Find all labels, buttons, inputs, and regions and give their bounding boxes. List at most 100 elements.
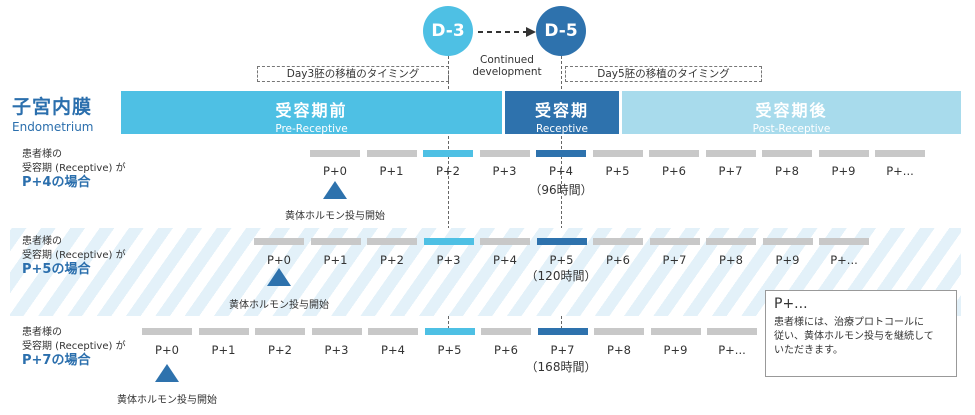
day-bar <box>818 150 869 157</box>
day-bar <box>707 328 757 335</box>
row-label-line: 受容期 (Receptive) が <box>22 163 126 174</box>
row2-label: 患者様の 受容期 (Receptive) が P+5の場合 <box>22 235 126 277</box>
phase-jp: 受容期後 <box>755 101 828 120</box>
day-label: P+6 <box>606 253 630 267</box>
progesterone-start-triangle-icon <box>155 364 179 382</box>
day-bar <box>875 150 925 157</box>
note-title: P+... <box>774 296 808 312</box>
day-label: P+3 <box>324 343 349 357</box>
day-bar <box>254 238 304 245</box>
note-line: 患者様には、治療プロトコールに <box>774 317 924 328</box>
phase-jp: 受容期 <box>534 101 589 120</box>
day-label: P+9 <box>775 253 800 267</box>
day-bar <box>255 328 305 335</box>
day-label: P+8 <box>719 253 743 267</box>
continued-development-note: Continued development <box>462 54 552 78</box>
d5-timing-box: Day5胚の移植のタイミング <box>565 66 762 82</box>
day-label: P+1 <box>211 343 236 357</box>
day-label: P+1 <box>379 164 404 178</box>
day-bar <box>368 328 418 335</box>
day-bar <box>423 238 474 245</box>
day-bar <box>706 238 756 245</box>
day-label: P+6 <box>662 164 686 178</box>
day-bar <box>424 328 475 335</box>
d3-circle: D-3 <box>423 6 473 56</box>
phase-en: Post-Receptive <box>752 123 831 135</box>
row-label-line: 患者様の <box>22 149 62 160</box>
row-label-title: P+4の場合 <box>22 175 91 190</box>
day-label: P+5 <box>605 164 630 178</box>
day-bar <box>593 238 643 245</box>
note-line: development <box>472 66 542 78</box>
d3-label: D-3 <box>431 21 465 41</box>
day-label: P+4 <box>549 164 573 178</box>
row3-label: 患者様の 受容期 (Receptive) が P+7の場合 <box>22 326 126 368</box>
continued-arrow <box>478 27 536 37</box>
progesterone-start-label: 黄体ホルモン投与開始 <box>229 300 329 311</box>
day-label: P+2 <box>380 253 404 267</box>
progesterone-start-label: 黄体ホルモン投与開始 <box>285 211 385 222</box>
day-bar <box>198 328 249 335</box>
d5-guide-line <box>561 56 562 334</box>
day-label: P+... <box>718 343 746 357</box>
note-line: いただきます。 <box>774 345 843 356</box>
day-label: P+8 <box>775 164 799 178</box>
endometrium-label: 子宮内膜 Endometrium <box>12 92 94 134</box>
progesterone-start-triangle-icon <box>323 181 347 199</box>
row-label-line: 受容期 (Receptive) が <box>22 341 126 352</box>
day-label: P+5 <box>549 253 574 267</box>
row-label-line: 患者様の <box>22 327 62 338</box>
day-label: P+0 <box>155 343 179 357</box>
day-label: P+5 <box>437 343 462 357</box>
day-bar <box>594 328 644 335</box>
row-label-line: 受容期 (Receptive) が <box>22 250 126 261</box>
day-label: P+7 <box>718 164 743 178</box>
day-bar <box>423 150 473 157</box>
row1-label: 患者様の 受容期 (Receptive) が P+4の場合 <box>22 148 126 190</box>
day-label: P+0 <box>267 253 291 267</box>
day-label: P+7 <box>550 343 575 357</box>
day-label: P+1 <box>323 253 348 267</box>
row3-hours: （168時間） <box>525 360 597 374</box>
d5-timing-text: Day5胚の移植のタイミング <box>597 68 730 80</box>
phase-post-receptive: 受容期後 Post-Receptive <box>622 91 961 135</box>
row1-hours: （96時間） <box>529 183 593 197</box>
d3-timing-box: Day3胚の移植のタイミング <box>257 66 449 82</box>
note-body: 患者様には、治療プロトコールに 従い、黄体ホルモン投与を継続して いただきます。 <box>774 316 956 358</box>
day-bar <box>366 150 417 157</box>
day-label: P+9 <box>831 164 856 178</box>
phase-en: Receptive <box>536 123 588 135</box>
day-bar <box>650 328 701 335</box>
day-label: P+2 <box>436 164 460 178</box>
day-label: P+9 <box>663 343 688 357</box>
phase-en: Pre-Receptive <box>275 123 348 135</box>
day-bar <box>536 150 586 157</box>
day-bar <box>649 150 699 157</box>
day-bar <box>592 150 643 157</box>
phase-receptive: 受容期 Receptive <box>505 91 619 135</box>
endometrium-jp: 子宮内膜 <box>12 96 93 118</box>
d5-circle: D-5 <box>536 6 586 56</box>
day-bar <box>762 150 812 157</box>
day-bar <box>819 238 869 245</box>
day-bar <box>705 150 756 157</box>
day-label: P+4 <box>381 343 405 357</box>
day-bar <box>367 238 417 245</box>
day-label: P+... <box>830 253 858 267</box>
note-line: 従い、黄体ホルモン投与を継続して <box>774 331 934 342</box>
progesterone-start-triangle-icon <box>267 268 291 286</box>
day-label: P+... <box>886 164 914 178</box>
day-label: P+3 <box>492 164 517 178</box>
day-bar <box>537 328 588 335</box>
day-label: P+3 <box>436 253 461 267</box>
d3-guide-line <box>448 56 449 334</box>
day-label: P+2 <box>268 343 292 357</box>
phase-pre-receptive: 受容期前 Pre-Receptive <box>121 91 502 135</box>
day-label: P+6 <box>494 343 518 357</box>
day-bar <box>481 328 531 335</box>
day-bar <box>479 150 530 157</box>
endometrium-en: Endometrium <box>12 120 94 134</box>
row2-hours: （120時間） <box>525 269 597 283</box>
row-label-title: P+7の場合 <box>22 353 91 368</box>
d3-timing-text: Day3胚の移植のタイミング <box>286 68 420 80</box>
